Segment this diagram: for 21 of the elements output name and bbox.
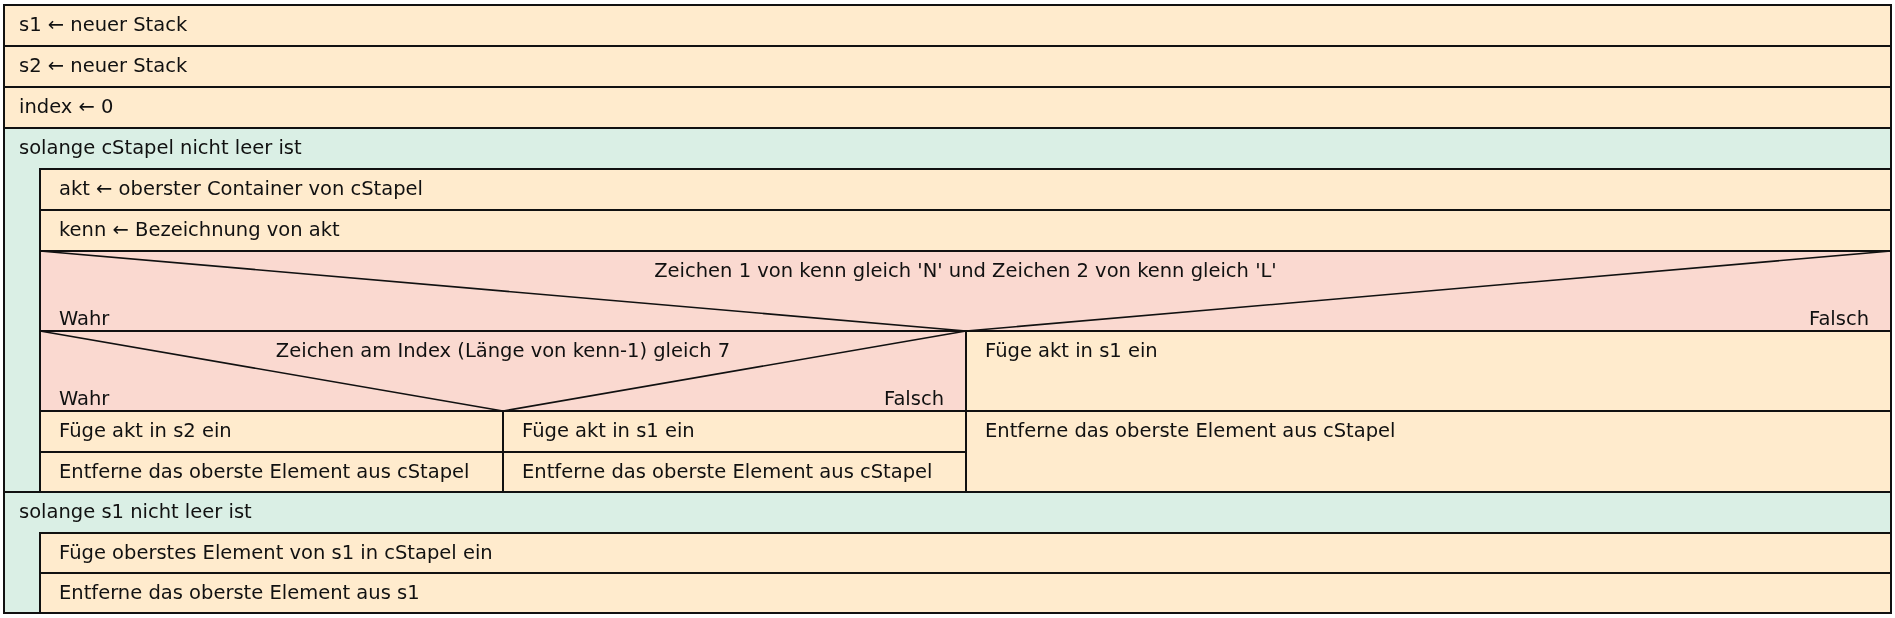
statement-block: Füge akt in s2 ein	[39, 410, 504, 453]
statement-block: Entferne das oberste Element aus s1	[39, 572, 1892, 614]
loop-condition-text: solange s1 nicht leer ist	[19, 501, 252, 523]
statement-block: index ← 0	[3, 86, 1892, 129]
condition-text: Zeichen 1 von kenn gleich 'N' und Zeichen 2 von kenn gleich 'L'	[654, 260, 1277, 282]
condition-text: Zeichen am Index (Länge von kenn-1) gleich 7	[275, 340, 731, 362]
statement-block: Entferne das oberste Element aus cStapel	[502, 451, 967, 493]
statement-block: s2 ← neuer Stack	[3, 45, 1892, 88]
false-branch-label: Falsch	[883, 388, 944, 410]
loop-condition-text: solange cStapel nicht leer ist	[19, 137, 302, 159]
true-branch-label: Wahr	[59, 388, 110, 410]
statement-block: Entferne das oberste Element aus cStapel	[39, 451, 504, 493]
statement-block: Entferne das oberste Element aus cStapel	[965, 410, 1892, 493]
statement-block: kenn ← Bezeichnung von akt	[39, 209, 1892, 252]
statement-block: Füge akt in s1 ein	[965, 330, 1892, 412]
false-branch-label: Falsch	[1808, 308, 1869, 330]
statement-block: Füge akt in s1 ein	[502, 410, 967, 453]
statement-block: Füge oberstes Element von s1 in cStapel ein	[39, 532, 1892, 574]
statement-block: s1 ← neuer Stack	[3, 4, 1892, 47]
statement-block: akt ← oberster Container von cStapel	[39, 168, 1892, 211]
true-branch-label: Wahr	[59, 308, 110, 330]
